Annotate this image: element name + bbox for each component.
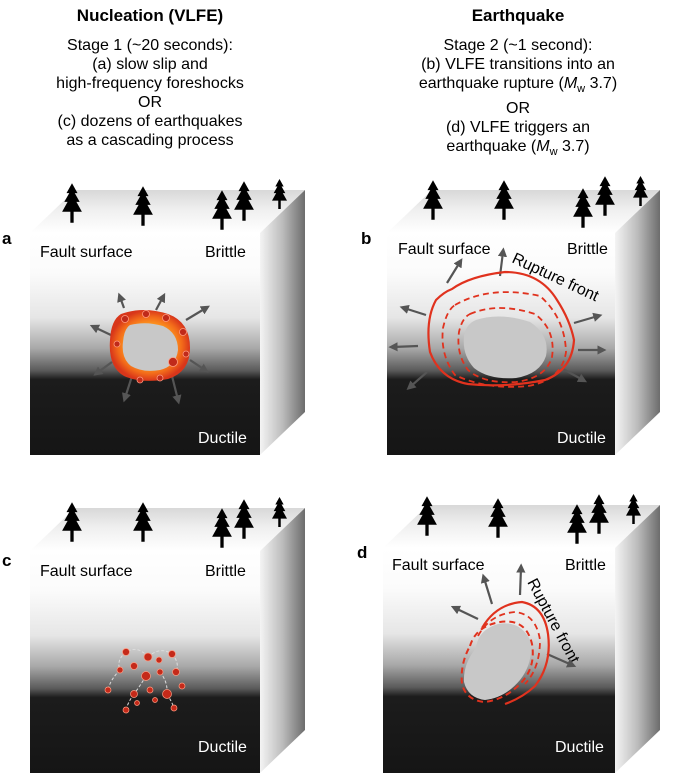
label-ductile: Ductile (198, 739, 247, 756)
panel-a: a Fault surface Brittle Ductile (2, 179, 305, 455)
stage2-line: (b) VLFE transitions into an (421, 56, 615, 73)
label-fault-surface: Fault surface (398, 241, 491, 258)
stage1-line: Stage 1 (~20 seconds): (67, 37, 233, 54)
label-ductile: Ductile (555, 739, 604, 756)
stage2-line: OR (506, 100, 530, 118)
arrows (388, 247, 607, 391)
nucleus (463, 316, 547, 379)
block-front-face (30, 551, 260, 773)
stage1-line: OR (138, 94, 162, 111)
stage2-line: earthquake rupture (Mw 3.7) (418, 75, 618, 96)
nucleus (463, 623, 531, 700)
panel-label-d: d (357, 543, 367, 562)
block-top-face (30, 190, 305, 233)
rupture-front-inner (457, 307, 554, 384)
stage1-line: (a) slow slip and (92, 56, 208, 73)
stage1-text: Stage 1 (~20 seconds): (a) slow slip and… (10, 36, 290, 150)
stage2-line: (d) VLFE triggers an (445, 119, 591, 137)
rupture-front-inner (460, 620, 534, 704)
label-brittle: Brittle (205, 563, 246, 580)
rupture-front-middle (441, 291, 567, 388)
arrows (89, 292, 210, 405)
nucleus (122, 323, 178, 371)
label-fault-surface: Fault surface (40, 563, 133, 580)
panel-c: c Fault surface Brittle Ductile (2, 497, 305, 773)
block-side-face (260, 190, 305, 455)
rupture-front-middle (477, 611, 541, 685)
label-brittle: Brittle (567, 241, 608, 258)
block-top-face (30, 508, 305, 551)
label-fault-surface: Fault surface (392, 557, 485, 574)
panel-label-b: b (361, 229, 371, 248)
block-side-face (615, 505, 660, 773)
label-fault-surface: Fault surface (40, 244, 133, 261)
stage2-text: Stage 2 (~1 second): (b) VLFE transition… (378, 36, 658, 162)
stage2-line: Stage 2 (~1 second): (443, 37, 593, 54)
block-side-face (615, 190, 660, 455)
panel-label-a: a (2, 229, 12, 248)
cascading-earthquakes (104, 648, 186, 714)
label-ductile: Ductile (557, 430, 606, 447)
panel-label-c: c (2, 551, 11, 570)
label-brittle: Brittle (565, 557, 606, 574)
arrows (450, 563, 577, 668)
block-top-face (383, 505, 660, 548)
label-brittle: Brittle (205, 244, 246, 261)
panel-d: d Fault surface Brittle Ductile Rupture … (357, 494, 660, 773)
label-ductile: Ductile (198, 430, 247, 447)
stage1-line: (c) dozens of earthquakes (57, 113, 243, 130)
block-side-face (260, 508, 305, 773)
stage1-line: high-frequency foreshocks (56, 75, 244, 92)
heading-earthquake: Earthquake (471, 6, 565, 25)
heading-nucleation: Nucleation (VLFE) (76, 6, 224, 25)
block-top-face (387, 190, 660, 233)
stage2-line: earthquake (Mw 3.7) (446, 138, 590, 159)
stage1-line: as a cascading process (66, 132, 234, 149)
foreshocks (113, 310, 190, 384)
rupture-front-outer (481, 600, 550, 706)
panel-b: b Fault surface Brittle Ductile Rupture … (361, 176, 660, 455)
rupture-front-outer (427, 270, 576, 387)
